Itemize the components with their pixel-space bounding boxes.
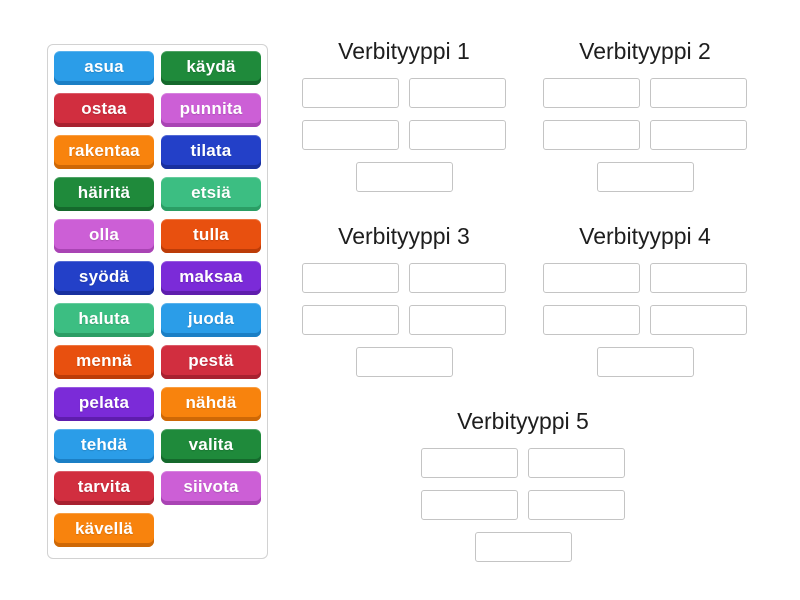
drop-slot[interactable] [474, 532, 572, 562]
word-tile[interactable]: punnita [161, 93, 261, 127]
drop-slot[interactable] [596, 347, 694, 377]
slot-row [543, 162, 747, 192]
drop-slot[interactable] [596, 162, 694, 192]
word-tile[interactable]: nähdä [161, 387, 261, 421]
word-tile[interactable]: tulla [161, 219, 261, 253]
slot-row [302, 78, 506, 108]
drop-slot[interactable] [409, 305, 506, 335]
word-tile[interactable]: etsiä [161, 177, 261, 211]
slot-row [543, 120, 747, 150]
slot-row [543, 78, 747, 108]
drop-slot[interactable] [355, 162, 453, 192]
word-tile[interactable]: häiritä [54, 177, 154, 211]
slot-row [543, 347, 747, 377]
word-tile[interactable]: pestä [161, 345, 261, 379]
drop-slot[interactable] [650, 263, 747, 293]
group-title: Verbityyppi 5 [457, 408, 589, 434]
drop-slot[interactable] [302, 120, 399, 150]
drop-slot[interactable] [543, 305, 640, 335]
drop-slot[interactable] [302, 263, 399, 293]
drop-slot[interactable] [650, 120, 747, 150]
group-verbityyppi-2: Verbityyppi 2 [543, 36, 747, 192]
slot-row [302, 263, 506, 293]
slot-row [302, 162, 506, 192]
word-tile[interactable]: tehdä [54, 429, 154, 463]
word-tile[interactable]: maksaa [161, 261, 261, 295]
word-tile[interactable]: siivota [161, 471, 261, 505]
drop-slot[interactable] [543, 120, 640, 150]
drop-slot[interactable] [650, 305, 747, 335]
group-title: Verbityyppi 2 [579, 38, 711, 64]
slot-row [543, 263, 747, 293]
word-tile[interactable]: juoda [161, 303, 261, 337]
drop-slot[interactable] [421, 448, 518, 478]
drop-slot[interactable] [543, 263, 640, 293]
drop-slot[interactable] [302, 305, 399, 335]
word-tile[interactable]: syödä [54, 261, 154, 295]
slot-row [302, 347, 506, 377]
word-tile[interactable]: valita [161, 429, 261, 463]
group-verbityyppi-3: Verbityyppi 3 [302, 221, 506, 377]
word-tile[interactable]: olla [54, 219, 154, 253]
drop-slot[interactable] [528, 490, 625, 520]
group-verbityyppi-5: Verbityyppi 5 [421, 406, 625, 562]
word-tile[interactable]: rakentaa [54, 135, 154, 169]
word-tile[interactable]: ostaa [54, 93, 154, 127]
word-tile[interactable]: käydä [161, 51, 261, 85]
word-tile[interactable]: tarvita [54, 471, 154, 505]
drop-slot[interactable] [409, 263, 506, 293]
drop-slot[interactable] [409, 120, 506, 150]
group-title: Verbityyppi 4 [579, 223, 711, 249]
word-tile[interactable]: kävellä [54, 513, 154, 547]
drop-slot[interactable] [302, 78, 399, 108]
drop-slot[interactable] [421, 490, 518, 520]
slot-row [543, 305, 747, 335]
word-tile[interactable]: tilata [161, 135, 261, 169]
word-tile[interactable]: mennä [54, 345, 154, 379]
drop-slot[interactable] [650, 78, 747, 108]
slot-row [421, 490, 625, 520]
slot-row [421, 448, 625, 478]
group-title: Verbityyppi 3 [338, 223, 470, 249]
group-title: Verbityyppi 1 [338, 38, 470, 64]
slot-row [302, 305, 506, 335]
drop-slot[interactable] [409, 78, 506, 108]
word-tile[interactable]: pelata [54, 387, 154, 421]
drop-slot[interactable] [528, 448, 625, 478]
slot-row [421, 532, 625, 562]
drop-slot[interactable] [543, 78, 640, 108]
slot-row [302, 120, 506, 150]
word-tile[interactable]: haluta [54, 303, 154, 337]
group-verbityyppi-1: Verbityyppi 1 [302, 36, 506, 192]
word-tile[interactable]: asua [54, 51, 154, 85]
group-verbityyppi-4: Verbityyppi 4 [543, 221, 747, 377]
drop-slot[interactable] [355, 347, 453, 377]
